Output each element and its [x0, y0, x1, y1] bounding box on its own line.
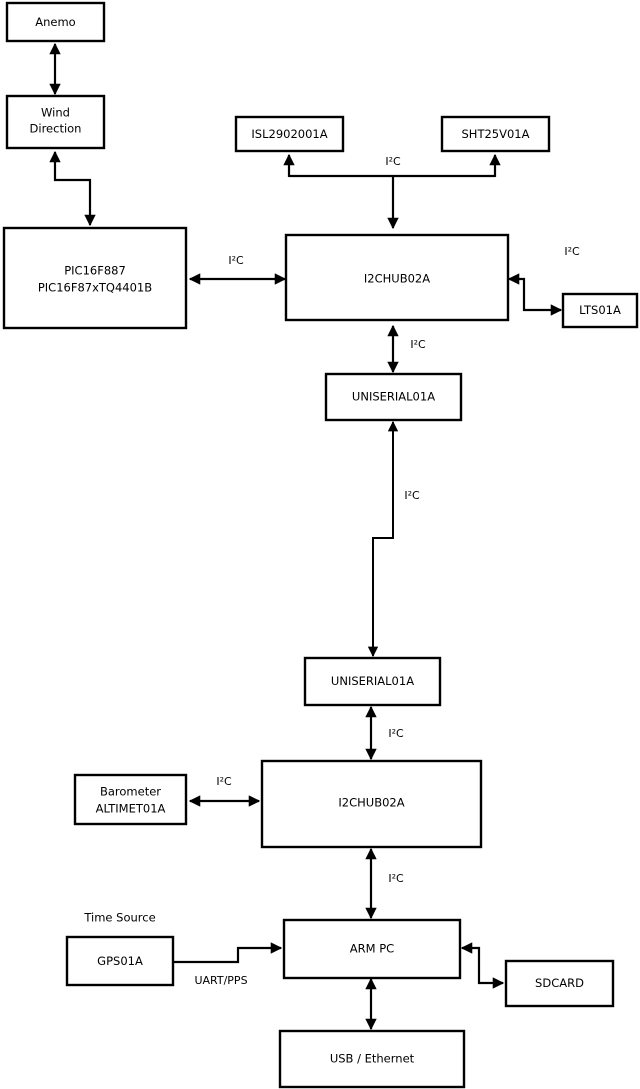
node-anemo-box[interactable] — [5, 1, 106, 43]
node-arm-pc[interactable]: ARM PC — [282, 918, 462, 980]
edge-label-sensor-bus: I²C — [385, 155, 401, 168]
node-i2chub02a-top-box[interactable] — [284, 233, 510, 322]
edge-line-armpc-sdcard — [460, 942, 505, 989]
edge-label-gps-armpc: UART/PPS — [194, 974, 247, 987]
edge-hubtop-lts: I²C — [507, 245, 580, 316]
node-wind-direction-label-line1: Wind — [41, 106, 70, 120]
node-wind-direction[interactable]: Wind Direction — [5, 94, 106, 150]
edge-uniserial-link: I²C — [367, 420, 420, 658]
edge-gps-armpc: UART/PPS — [173, 942, 283, 987]
node-sdcard-box[interactable] — [504, 959, 615, 1008]
node-uniserial01a-top-label: UNISERIAL01A — [352, 390, 435, 404]
node-lts01a-box[interactable] — [561, 292, 639, 329]
node-pic16f887[interactable]: PIC16F887 PIC16F87xTQ4401B — [2, 226, 188, 330]
node-barometer-label-line1: Barometer — [100, 785, 161, 799]
edge-armpc-sdcard — [460, 942, 505, 989]
edge-wind-pic — [49, 150, 96, 227]
node-lts01a[interactable]: LTS01A — [561, 292, 639, 329]
node-sdcard-label: SDCARD — [535, 976, 584, 990]
edge-hubbot-armpc: I²C — [365, 847, 404, 920]
edge-line-wind-pic — [49, 150, 96, 227]
node-uniserial01a-top[interactable]: UNISERIAL01A — [324, 372, 463, 422]
node-i2chub02a-bottom-label: I2CHUB02A — [338, 796, 404, 810]
edge-line-hubtop-lts — [507, 273, 563, 316]
node-isl2902001a[interactable]: ISL2902001A — [234, 115, 345, 153]
node-barometer-box[interactable] — [73, 773, 188, 826]
node-i2chub02a-top[interactable]: I2CHUB02A — [284, 233, 510, 322]
node-uniserial01a-bottom-label: UNISERIAL01A — [331, 674, 414, 688]
node-uniserial01a-bottom[interactable]: UNISERIAL01A — [303, 656, 442, 707]
node-i2chub02a-bottom-box[interactable] — [260, 759, 483, 849]
node-lts01a-label: LTS01A — [579, 303, 621, 317]
edge-label-uniserial-hub-bot: I²C — [388, 727, 404, 740]
node-anemo-label: Anemo — [35, 15, 75, 29]
edge-label-hub-armpc: I²C — [388, 872, 404, 885]
node-isl2902001a-label: ISL2902001A — [251, 127, 327, 141]
node-gps01a-box[interactable] — [65, 935, 175, 987]
node-gps01a-label: GPS01A — [97, 954, 143, 968]
node-arm-pc-label: ARM PC — [350, 942, 394, 956]
node-sht25v01a-label: SHT25V01A — [462, 127, 530, 141]
node-sht25v01a-box[interactable] — [440, 115, 551, 153]
node-usb-ethernet-box[interactable] — [278, 1029, 466, 1089]
node-wind-direction-label-line2: Direction — [30, 122, 82, 136]
edge-sensor-bus: I²C — [283, 153, 501, 230]
edge-uniserialbot-hubbot: I²C — [365, 705, 404, 761]
edge-label-barometer-hub: I²C — [216, 775, 232, 788]
edge-label-hub-lts: I²C — [564, 245, 580, 258]
node-usb-ethernet-label: USB / Ethernet — [330, 1052, 415, 1066]
label-time-source: Time Source — [83, 911, 155, 925]
node-sht25v01a[interactable]: SHT25V01A — [440, 115, 551, 153]
node-barometer-label-line2: ALTIMET01A — [96, 802, 166, 816]
node-pic16f887-label-line2: PIC16F87xTQ4401B — [38, 281, 152, 295]
node-i2chub02a-bottom[interactable]: I2CHUB02A — [260, 759, 483, 849]
edge-label-hub-uniserial-top: I²C — [410, 338, 426, 351]
node-anemo[interactable]: Anemo — [5, 1, 106, 43]
node-pic16f887-label-line1: PIC16F887 — [64, 264, 126, 278]
edge-label-pic-hub: I²C — [228, 254, 244, 267]
node-i2chub02a-top-label: I2CHUB02A — [364, 272, 430, 286]
edge-label-uniserial-link: I²C — [404, 489, 420, 502]
node-uniserial01a-top-box[interactable] — [324, 372, 463, 422]
edge-barometer-hubbot: I²C — [188, 775, 261, 807]
node-wind-direction-box[interactable] — [5, 94, 106, 150]
node-sdcard[interactable]: SDCARD — [504, 959, 615, 1008]
node-barometer[interactable]: Barometer ALTIMET01A — [73, 773, 188, 826]
node-arm-pc-box[interactable] — [282, 918, 462, 980]
node-usb-ethernet[interactable]: USB / Ethernet — [278, 1029, 466, 1089]
edge-line-uniserial-link — [367, 420, 399, 658]
node-isl2902001a-box[interactable] — [234, 115, 345, 153]
edge-hubtop-uniserialtop: I²C — [387, 324, 426, 374]
node-pic16f887-box[interactable] — [2, 226, 188, 330]
edge-pic-hubtop: I²C — [188, 254, 287, 285]
node-uniserial01a-bottom-box[interactable] — [303, 656, 442, 707]
node-gps01a[interactable]: GPS01A — [65, 935, 175, 987]
edge-line-gps-armpc — [173, 942, 283, 964]
